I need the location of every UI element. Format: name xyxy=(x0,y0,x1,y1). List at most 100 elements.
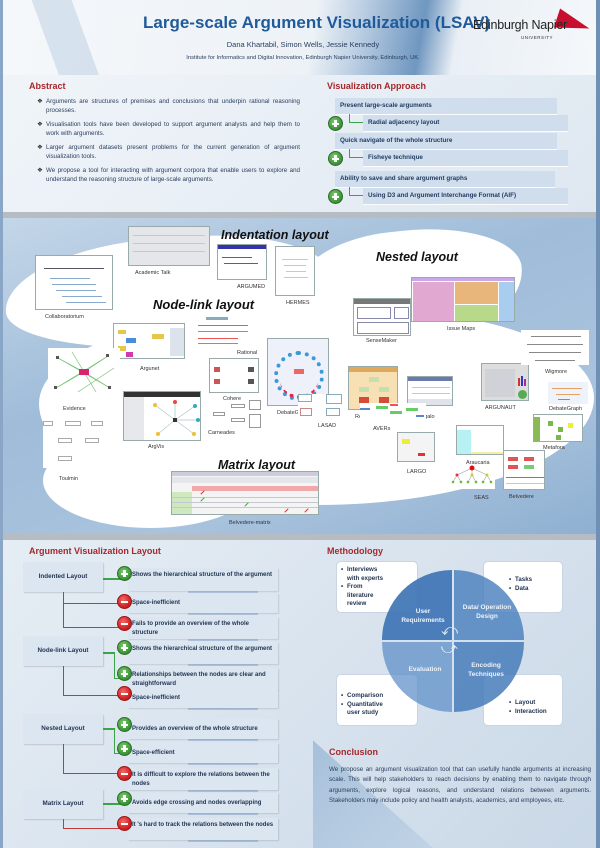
approach-section: Visualization Approach Present large-sca… xyxy=(313,75,596,212)
argunet-screenshot xyxy=(113,323,185,359)
nested-layout-label: Nested layout xyxy=(376,250,458,264)
approach-title: Visualization Approach xyxy=(327,81,427,91)
plus-icon xyxy=(117,566,132,581)
conclusion-title: Conclusion xyxy=(329,747,378,757)
hermes-label: HERMES xyxy=(286,300,310,306)
avers-label: AVERs xyxy=(373,426,391,432)
carneades-label: Carneades xyxy=(208,430,235,436)
section-divider xyxy=(3,534,596,540)
diamond-bullet-icon: ❖ xyxy=(37,167,43,174)
matrix-layout-box: Matrix Layout xyxy=(23,789,103,819)
diamond-bullet-icon: ❖ xyxy=(37,144,43,151)
sensemaker-label: SenseMaker xyxy=(366,338,397,344)
con-point: Space-inefficient xyxy=(128,593,278,615)
wigmore-screenshot xyxy=(521,330,589,365)
minus-icon xyxy=(117,686,132,701)
rational-label: Rational xyxy=(237,350,258,356)
approach-solution: Radial adjacency layout xyxy=(363,115,568,131)
approach-connector xyxy=(349,149,363,158)
pro-connector xyxy=(103,578,129,580)
toulmin-screenshot xyxy=(43,418,108,468)
approach-solution: Using D3 and Argument Interchange Format… xyxy=(363,188,568,204)
minus-icon xyxy=(117,766,132,781)
section-divider xyxy=(3,212,596,218)
issue-maps-screenshot xyxy=(411,277,515,322)
approach-connector xyxy=(349,187,363,196)
belvedere-matrix-label: Belvedere-matrix xyxy=(229,520,271,526)
largo-screenshot xyxy=(397,432,435,462)
carneades-screenshot xyxy=(211,400,263,430)
minus-icon xyxy=(117,594,132,609)
avers-screenshot xyxy=(360,403,426,423)
seas-screenshot xyxy=(449,465,495,489)
university-logo: Edinburgh Napier UNIVERSITY xyxy=(473,8,595,44)
araucaria-label: Araucaria xyxy=(466,460,490,466)
academic-talk-label: Academic Talk xyxy=(135,270,171,276)
nested-layout-box: Nested Layout xyxy=(23,714,103,744)
header-swoosh xyxy=(24,0,112,75)
abstract-item: ❖We propose a tool for interacting with … xyxy=(37,167,300,183)
logo-name: Edinburgh Napier xyxy=(473,18,568,32)
indented-layout-box: Indented Layout xyxy=(23,562,103,592)
pro-connector xyxy=(103,652,115,654)
approach-connector xyxy=(349,114,363,123)
belvedere-screenshot xyxy=(503,450,545,490)
collaboratorium-screenshot xyxy=(35,255,113,310)
user-req-list: Interviews with experts From literature … xyxy=(341,566,386,609)
metafora-screenshot xyxy=(533,414,583,442)
debategraph-label: DebateGraph xyxy=(277,410,311,416)
authors: Dana Khartabil, Simon Wells, Jessie Kenn… xyxy=(226,40,380,49)
lasad-label: LASAD xyxy=(318,423,337,429)
con-point: It 's hard to track the relations betwee… xyxy=(128,818,278,842)
cohere-label: Cohere xyxy=(223,396,242,402)
con-connector xyxy=(63,592,129,628)
evidence-graph xyxy=(54,351,115,393)
abstract-item: ❖Arguments are structures of premises an… xyxy=(37,98,300,114)
plus-icon xyxy=(328,189,343,204)
academic-talk-screenshot xyxy=(128,226,210,266)
argumed-screenshot xyxy=(217,244,267,280)
argvis-screenshot xyxy=(123,391,201,441)
user-requirements-label: User Requirements xyxy=(401,608,445,624)
reason-able-screenshot xyxy=(348,366,398,410)
affiliation: Institute for Informatics and Digital In… xyxy=(186,55,420,61)
pro-point: Relationships between the nodes are clea… xyxy=(128,668,278,692)
encoding-label: Encoding Techniques xyxy=(468,662,504,678)
hermes-screenshot xyxy=(275,246,315,296)
evaluation-label: Evaluation xyxy=(408,666,442,673)
abstract-section: Abstract ❖Arguments are structures of pr… xyxy=(3,75,313,212)
logo-subtitle: UNIVERSITY xyxy=(521,35,554,40)
plus-icon xyxy=(328,116,343,131)
approach-goal: Quick navigate of the whole structure xyxy=(335,133,557,149)
approach-solution: Fisheye technique xyxy=(363,150,568,166)
pro-point: Space-efficient xyxy=(128,743,278,765)
plus-icon xyxy=(117,666,132,681)
pro-connector xyxy=(103,803,129,805)
seas-label: SEAS xyxy=(474,495,489,501)
poster-border-right xyxy=(596,0,600,848)
cycle-arrow-icon: ⤺ xyxy=(441,622,459,639)
evidence-screenshot xyxy=(48,348,120,396)
plus-icon xyxy=(117,640,132,655)
debategraph2-label: DebateGraph xyxy=(549,406,583,412)
pro-point: Shows the hierarchical structure of the … xyxy=(128,568,278,593)
methodology-section: Methodology Interviews with experts From… xyxy=(313,540,596,735)
toulmin-label: Toulmin xyxy=(59,476,78,482)
matrix-layout-label: Matrix layout xyxy=(218,458,296,472)
plus-icon xyxy=(328,151,343,166)
con-point: Fails to provide an overview of the whol… xyxy=(128,617,278,641)
nodelink-layout-box: Node-link Layout xyxy=(23,636,103,666)
plus-icon xyxy=(117,741,132,756)
diamond-bullet-icon: ❖ xyxy=(37,121,43,128)
design-label: Data/ Operation Design xyxy=(462,604,512,620)
tool-gallery: Indentation layout Nested layout Node-li… xyxy=(3,218,596,534)
indentation-layout-label: Indentation layout xyxy=(221,228,329,242)
lasad-screenshot xyxy=(298,394,344,418)
araucaria-screenshot xyxy=(456,425,504,455)
digalo-screenshot xyxy=(407,376,453,406)
rational-screenshot xyxy=(196,315,251,347)
approach-goal: Present large-scale arguments xyxy=(335,98,557,114)
con-connector xyxy=(63,819,129,829)
debategraph2-screenshot xyxy=(548,382,588,404)
con-point: Space-inefficient xyxy=(128,689,278,710)
